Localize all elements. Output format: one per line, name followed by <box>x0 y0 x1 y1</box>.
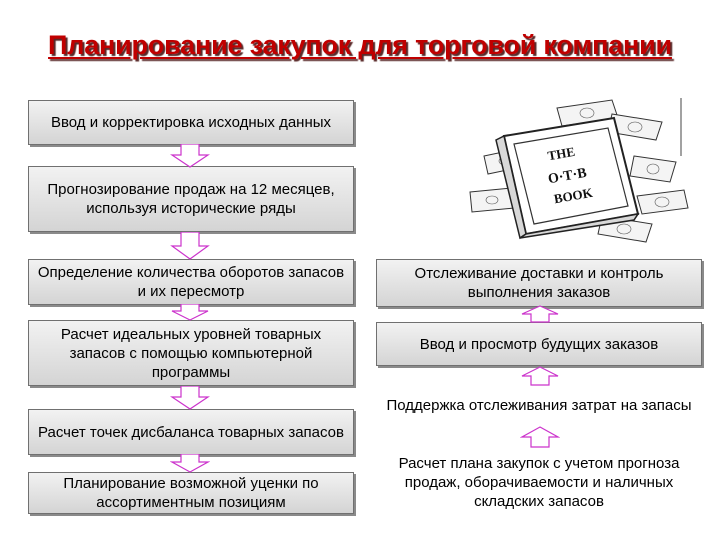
step-input-data: Ввод и корректировка исходных данных <box>28 100 354 145</box>
step-ideal-stock: Расчет идеальных уровней товарных запасо… <box>28 320 354 386</box>
down-arrow-icon <box>170 144 210 168</box>
book-line-1: THE <box>546 144 576 164</box>
otb-book-illustration: THE O·T·B BOOK <box>469 98 689 243</box>
step-future-orders: Ввод и просмотр будущих заказов <box>376 322 702 366</box>
down-arrow-icon <box>170 232 210 260</box>
page-title: Планирование закупок для торговой компан… <box>48 30 672 60</box>
book-line-3: BOOK <box>553 185 595 207</box>
book-line-2: O·T·B <box>547 166 588 188</box>
step-markdown: Планирование возможной уценки по ассорти… <box>28 472 354 514</box>
step-sales-forecast: Прогнозирование продаж на 12 месяцев, ис… <box>28 166 354 232</box>
up-arrow-icon <box>521 366 559 386</box>
up-arrow-icon <box>521 305 559 323</box>
step-imbalance: Расчет точек дисбаланса товарных запасов <box>28 409 354 455</box>
step-delivery-tracking: Отслеживание доставки и контроль выполне… <box>376 259 702 307</box>
down-arrow-icon <box>170 454 210 473</box>
step-cost-tracking: Поддержка отслеживания затрат на запасы <box>376 384 702 426</box>
up-arrow-icon <box>520 426 560 448</box>
step-purchase-plan: Расчет плана закупок с учетом прогноза п… <box>376 448 702 516</box>
down-arrow-icon <box>171 304 209 321</box>
down-arrow-icon <box>170 386 210 410</box>
step-turnover: Определение количества оборотов запасов … <box>28 259 354 305</box>
